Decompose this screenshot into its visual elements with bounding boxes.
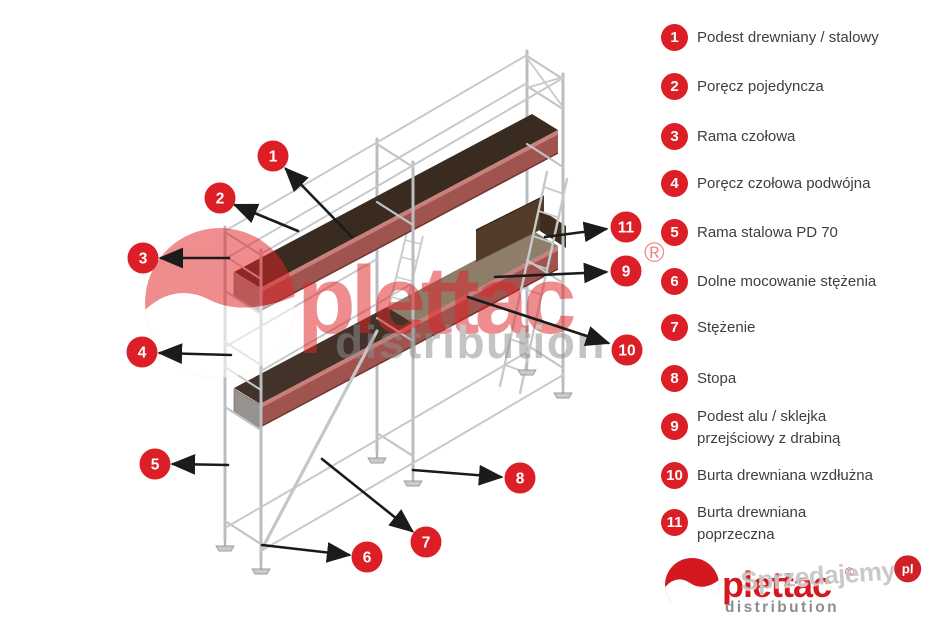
svg-text:6: 6 (363, 550, 372, 567)
callouts: 1 2 3 4 5 6 7 (126, 140, 643, 573)
callout-8: 8 (411, 462, 536, 494)
watermark-subbrand-text: distribution (335, 316, 606, 368)
callout-3: 3 (127, 242, 231, 274)
svg-text:7: 7 (422, 535, 431, 552)
pl-badge: pl (893, 554, 922, 583)
watermark-wave (145, 293, 295, 378)
callout-4: 4 (126, 336, 233, 368)
callout-11: 11 (543, 211, 642, 243)
svg-text:1: 1 (269, 149, 278, 166)
watermark-registered-mark: ® (644, 237, 665, 268)
callout-1: 1 (257, 140, 354, 239)
logo-subbrand-text: distribution (725, 599, 839, 616)
svg-text:2: 2 (216, 191, 225, 208)
logo-brand-text: plettac (722, 564, 831, 605)
callout-6: 6 (260, 541, 383, 573)
center-watermark: plettac ® distribution (145, 228, 665, 378)
plettac-distribution-logo: plettac ® distribution (660, 551, 900, 623)
callout-7: 7 (320, 457, 442, 558)
callout-5: 5 (139, 448, 230, 480)
base-plates (215, 362, 573, 575)
callout-9: 9 (493, 255, 642, 287)
upper-platform (233, 114, 559, 313)
svg-text:11: 11 (618, 220, 635, 237)
logo-registered-mark: ® (845, 565, 854, 579)
svg-text:4: 4 (138, 345, 147, 362)
middle-platform (233, 230, 559, 429)
callout-2: 2 (204, 182, 300, 233)
svg-text:5: 5 (151, 457, 160, 474)
svg-text:3: 3 (139, 251, 148, 268)
svg-text:10: 10 (618, 343, 635, 360)
svg-text:9: 9 (622, 264, 631, 281)
front-structure (223, 54, 565, 563)
watermark-brand-text: plettac (297, 247, 574, 354)
side-boards (475, 195, 566, 262)
svg-text:8: 8 (516, 471, 525, 488)
callout-10: 10 (466, 295, 643, 366)
